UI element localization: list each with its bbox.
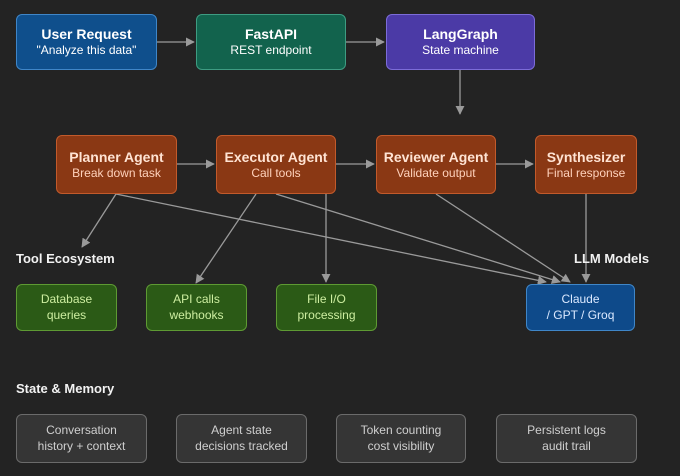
node-line2: decisions tracked [195,438,288,453]
arrow-executor-to-llm [275,193,561,284]
node-line1: Agent state [211,422,272,437]
node-title: FastAPI [244,26,298,43]
node-line1: Persistent logs [527,422,606,437]
node-subtitle: "Analyze this data" [36,43,137,58]
node-subtitle: Break down task [72,165,161,180]
database-queries-node: Database queries [16,284,117,331]
arrow-reviewer-to-llm [435,193,571,283]
node-line2: / GPT / Groq [546,307,615,322]
node-title: Planner Agent [69,148,164,165]
tool-ecosystem-heading: Tool Ecosystem [16,251,115,266]
node-line2: queries [46,307,87,322]
arrow-planner-to-database [81,193,117,248]
node-subtitle: Validate output [396,165,476,180]
persistent-logs-node: Persistent logs audit trail [496,414,637,463]
node-line1: Claude [561,291,600,306]
llm-models-node: Claude / GPT / Groq [526,284,635,331]
node-line1: Conversation [46,422,117,437]
executor-agent-node: Executor Agent Call tools [216,135,336,194]
fastapi-node: FastAPI REST endpoint [196,14,346,70]
token-counting-node: Token counting cost visibility [336,414,466,463]
node-line2: audit trail [542,438,591,453]
node-line1: File I/O [307,291,346,306]
node-title: Reviewer Agent [383,148,489,165]
arrow-planner-to-llm [115,193,547,285]
langgraph-node: LangGraph State machine [386,14,535,70]
node-line2: cost visibility [367,438,435,453]
agent-state-node: Agent state decisions tracked [176,414,307,463]
node-subtitle: Call tools [251,165,301,180]
node-subtitle: Final response [546,165,626,180]
synthesizer-node: Synthesizer Final response [535,135,637,194]
node-subtitle: REST endpoint [230,43,312,58]
user-request-node: User Request "Analyze this data" [16,14,157,70]
api-calls-node: API calls webhooks [146,284,247,331]
node-title: LangGraph [423,26,498,43]
node-line2: webhooks [169,307,224,322]
node-subtitle: State machine [422,43,499,58]
state-memory-heading: State & Memory [16,381,115,396]
file-io-node: File I/O processing [276,284,377,331]
node-title: User Request [41,26,132,43]
node-title: Synthesizer [546,148,626,165]
node-line1: API calls [173,291,220,306]
arrow-executor-to-api [195,193,257,284]
node-line2: history + context [37,438,126,453]
planner-agent-node: Planner Agent Break down task [56,135,177,194]
node-line1: Token counting [360,422,442,437]
node-line2: processing [297,307,356,322]
node-title: Executor Agent [224,148,328,165]
conversation-history-node: Conversation history + context [16,414,147,463]
node-line1: Database [40,291,93,306]
llm-models-heading: LLM Models [574,251,650,266]
reviewer-agent-node: Reviewer Agent Validate output [376,135,496,194]
